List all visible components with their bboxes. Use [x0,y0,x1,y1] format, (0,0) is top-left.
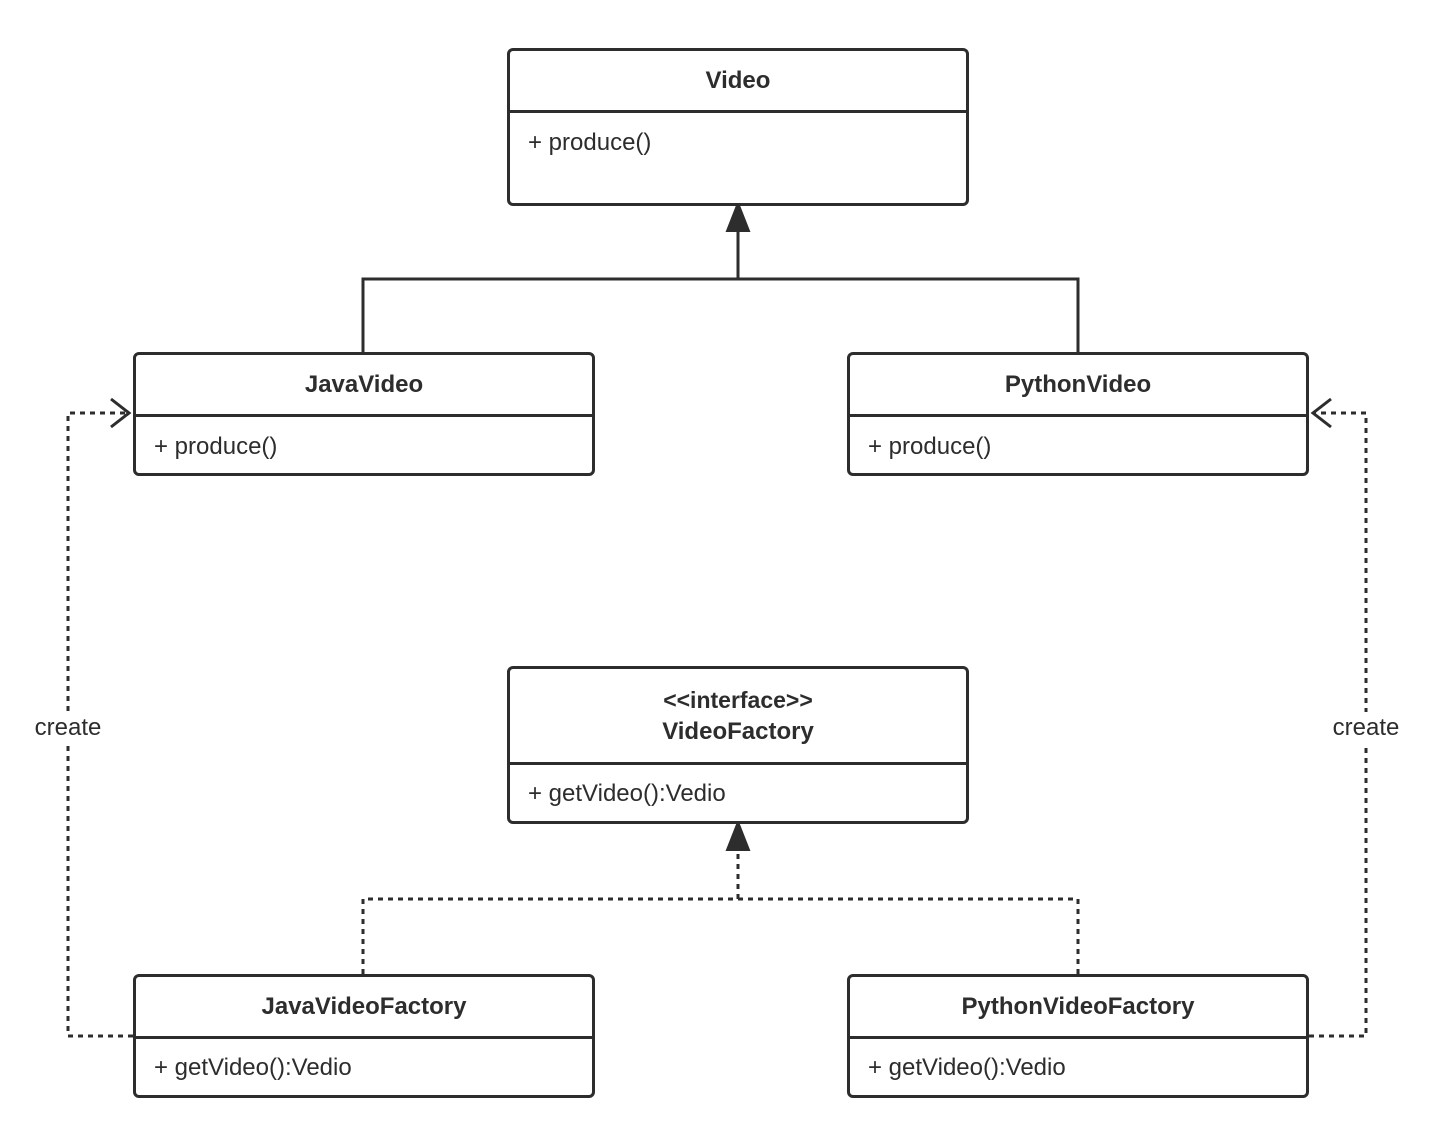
class-method: + produce() [528,129,652,156]
interface-stereotype: <<interface>> [663,686,813,713]
class-method: + getVideo():Vedio [154,1054,352,1081]
right-create-arrowhead [1310,397,1332,429]
video-factory-interface[interactable]: <<interface>> VideoFactory + getVideo():… [507,666,969,824]
realization-line [361,897,1080,974]
class-method: + produce() [154,433,278,460]
python-video-class[interactable]: PythonVideo + produce() [847,352,1309,476]
java-video-factory-class[interactable]: JavaVideoFactory + getVideo():Vedio [133,974,595,1098]
class-method: + getVideo():Vedio [528,780,726,807]
right-create-label: create [1332,712,1400,744]
class-method: + produce() [868,433,992,460]
class-name: PythonVideoFactory [850,977,1306,1039]
class-name: VideoFactory [662,717,814,745]
class-name: Video [510,51,966,113]
class-name: JavaVideoFactory [136,977,592,1039]
generalization-line [361,277,1080,352]
realization-arrowhead [725,819,751,851]
left-create-label: create [34,712,102,744]
class-name: JavaVideo [136,355,592,417]
python-video-factory-class[interactable]: PythonVideoFactory + getVideo():Vedio [847,974,1309,1098]
interface-header: <<interface>> VideoFactory [510,669,966,765]
left-create-dependency-line [66,411,133,1038]
class-name: PythonVideo [850,355,1306,417]
video-class[interactable]: Video + produce() [507,48,969,206]
java-video-class[interactable]: JavaVideo + produce() [133,352,595,476]
left-create-arrowhead [110,397,132,429]
generalization-arrowhead [725,200,751,232]
class-method: + getVideo():Vedio [868,1054,1066,1081]
